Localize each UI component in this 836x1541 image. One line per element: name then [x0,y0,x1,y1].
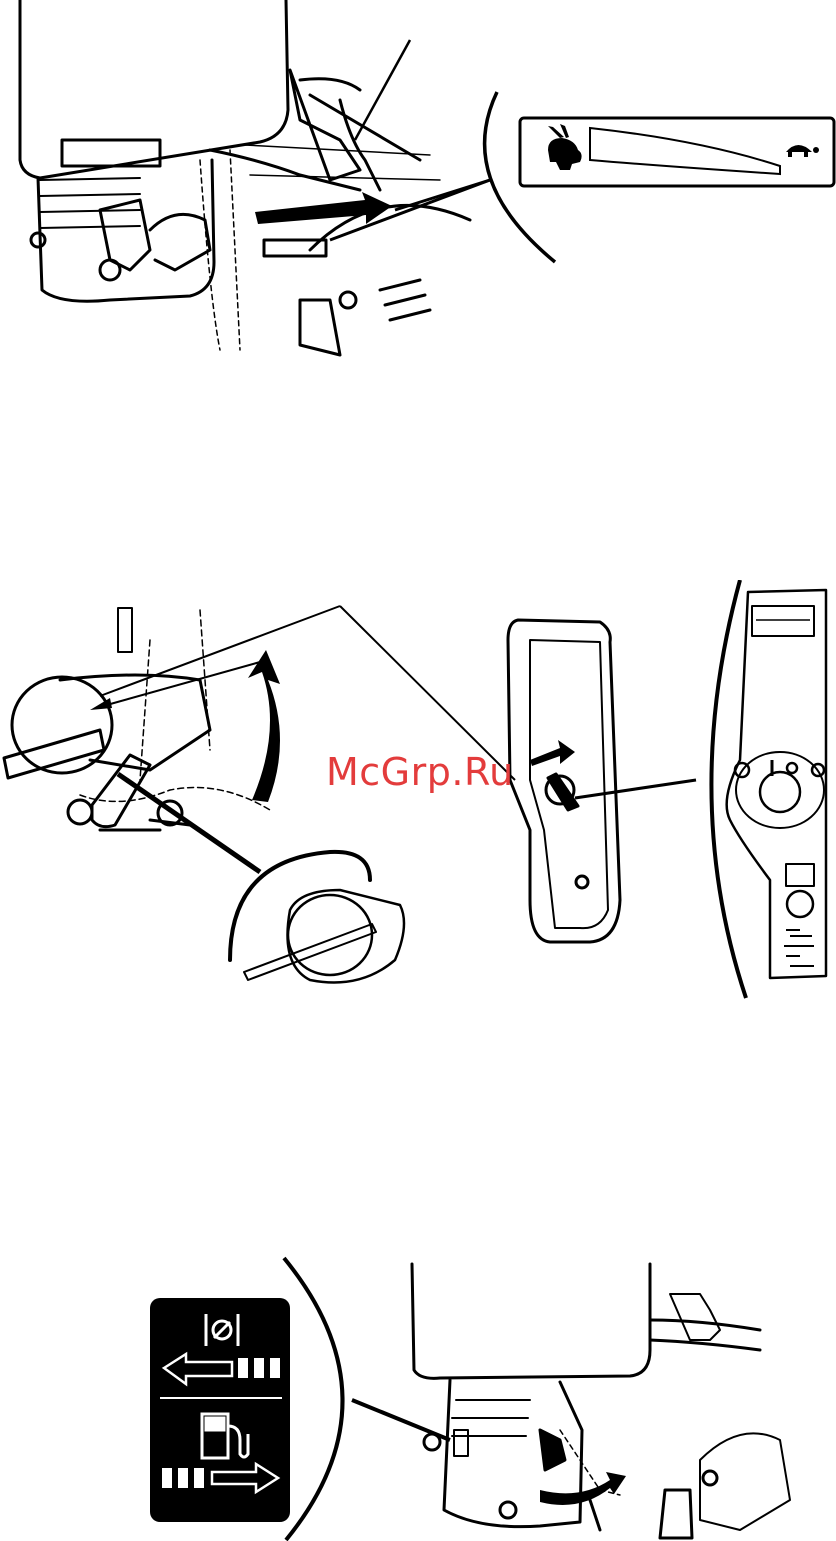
choke-direction-arrow [248,650,280,802]
fuel-valve-illustration [0,1250,836,1541]
fuel-valve-decal [150,1298,290,1522]
fuel-valve-arrow [540,1472,626,1505]
air-cleaner-body [12,677,112,773]
figure-throttle-lever [0,0,836,370]
throttle-decal [520,118,834,186]
choke-lever [4,730,104,778]
figure-choke-and-switch [0,580,836,1010]
turtle-icon [786,145,819,157]
throttle-direction-arrow [255,192,392,224]
rabbit-icon [548,124,582,170]
carburetor-body [38,160,214,301]
fuel-valve-detail-arc [284,1258,343,1540]
fuel-tank [20,0,288,178]
switch-off-mark [787,763,797,773]
choke-switch-illustration [0,580,836,1010]
throttle-lever-illustration [0,0,836,370]
fuel-tank [412,1264,650,1378]
control-panel-decal [727,590,826,978]
fuel-tank-side [508,620,620,942]
watermark: McGrp.Ru [326,750,514,794]
figure-fuel-valve [0,1250,836,1541]
